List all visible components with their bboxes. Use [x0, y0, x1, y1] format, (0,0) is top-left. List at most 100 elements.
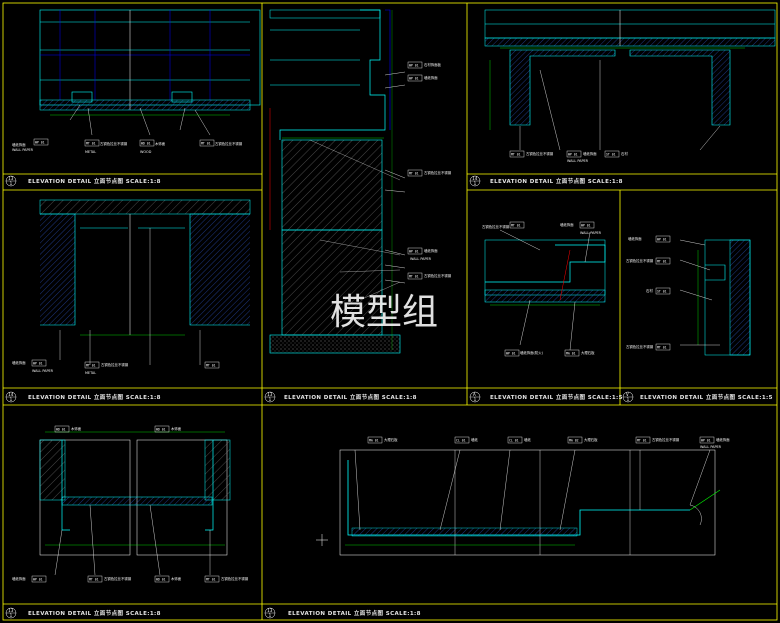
- panel-4-drawing: [39, 199, 251, 365]
- p1-number: 13: [8, 176, 14, 182]
- p5-tag-3: MA 01: [566, 352, 576, 356]
- panel-3-drawing: [484, 9, 776, 151]
- p7-note-3: 古铜色拉丝不锈钢: [104, 576, 132, 581]
- p4-tag-1: MT 01: [86, 364, 96, 368]
- p2-title: ELEVATION DETAIL 立面节点图 SCALE:1:8: [284, 393, 417, 401]
- p3-title: ELEVATION DETAIL 立面节点图 SCALE:1:8: [490, 177, 623, 185]
- p2-tag-0: WP 01: [409, 64, 419, 68]
- p4-note-0: 墙纸饰面: [12, 360, 26, 365]
- p1-note-6: 古铜色拉丝不锈钢: [215, 141, 243, 146]
- panel-7-drawing: [39, 431, 231, 576]
- p7-tag-3: MT 01: [89, 578, 99, 582]
- p6-number: V: [626, 392, 629, 398]
- p2-tag-1: WP 01: [409, 77, 419, 81]
- p2-note-1: 墙纸饰面: [424, 75, 438, 80]
- p2-number: 13: [267, 392, 273, 398]
- p8-note-6: WALL PAPER: [700, 445, 722, 449]
- p8-sheet: 1: [269, 613, 272, 619]
- p5-tag-2: WP 01: [506, 352, 516, 356]
- p8-tag-2: CL 01: [509, 439, 519, 443]
- p8-note-2: 墙纸: [524, 437, 531, 442]
- p2-note-4: 古铜色拉丝不锈钢: [424, 273, 452, 278]
- p5-note-2: WALL PAPER: [580, 231, 602, 235]
- p7-tag-0: WD 01: [56, 428, 66, 432]
- p4-note-2: 古铜色拉丝不锈钢: [101, 362, 129, 367]
- p7-tag-2: WP 01: [33, 578, 43, 582]
- p5-note-4: 大理石板: [581, 350, 595, 355]
- panel-8-drawing: [316, 449, 721, 556]
- p5-title: ELEVATION DETAIL 立面节点图 SCALE:1:5: [490, 393, 623, 401]
- p4-sheet: 1: [10, 397, 13, 403]
- p7-note-1: 木饰面: [171, 426, 182, 431]
- panel-1-drawing: [39, 9, 261, 136]
- p7-note-5: 古铜色拉丝不锈钢: [221, 576, 249, 581]
- panel-4-annotations: 墙纸饰面 WP 01 WALL PAPER MT 01 古铜色拉丝不锈钢 MET…: [5, 359, 220, 403]
- p2-tag-4: MT 01: [409, 275, 419, 279]
- p1-note-5: WOOD: [140, 150, 152, 154]
- panel-6-annotations: 墙纸饰面 WP 01 古铜色拉丝不锈钢 MT 01 石材 ST 01 古铜色拉丝…: [622, 235, 772, 403]
- p1-note-1: WALL PAPER: [12, 148, 34, 152]
- p7-note-0: 木饰面: [71, 426, 82, 431]
- p8-number: 13: [267, 608, 273, 614]
- panel-5-annotations: 古铜色拉丝不锈钢 MT 01 墙纸饰面 WP 01 WALL PAPER WP …: [469, 221, 623, 403]
- p7-title: ELEVATION DETAIL 立面节点图 SCALE:1:8: [28, 609, 161, 617]
- panel-5-drawing: [484, 229, 606, 351]
- p1-note-0: 墙纸饰面: [12, 142, 26, 147]
- p6-tag-2: ST 01: [657, 290, 667, 294]
- p5-note-1: 墙纸饰面: [560, 222, 574, 227]
- p6-tag-0: WP 01: [657, 238, 667, 242]
- p4-tag-2: MT 01: [206, 364, 216, 368]
- p2-tag-2: MT 01: [409, 172, 419, 176]
- p8-tag-1: CL 01: [456, 439, 466, 443]
- p1-note-2: 古铜色拉丝不锈钢: [100, 141, 128, 146]
- p7-tag-5: MT 01: [206, 578, 216, 582]
- p2-note-2: 古铜色拉丝不锈钢: [424, 170, 452, 175]
- p8-tag-5: WP 01: [701, 439, 711, 443]
- p1-tag-0: WP 01: [35, 141, 45, 145]
- panel-6-drawing: [679, 239, 751, 356]
- p7-tag-4: WD 01: [156, 578, 166, 582]
- crosshair-icon: [316, 534, 328, 546]
- p2-tag-3: WP 01: [409, 250, 419, 254]
- p1-tag-3: MT 01: [201, 142, 211, 146]
- p7-tag-1: WD 01: [156, 428, 166, 432]
- p2-note-5: WALL PAPER: [410, 257, 432, 261]
- p1-tag-1: MT 01: [86, 142, 96, 146]
- p5-tag-0: MT 01: [511, 224, 521, 228]
- panel-2-drawing: [269, 9, 406, 354]
- p4-tag-0: WP 01: [33, 362, 43, 366]
- p5-tag-1: WP 01: [581, 224, 591, 228]
- p3-tag-2: ST 01: [606, 153, 616, 157]
- p2-note-3: 墙纸饰面: [424, 248, 438, 253]
- p5-sheet: 1: [474, 397, 477, 403]
- p8-note-4: 古铜色拉丝不锈钢: [652, 437, 680, 442]
- p3-number: 14: [472, 176, 478, 182]
- p6-note-0: 墙纸饰面: [628, 236, 642, 241]
- p6-tag-1: MT 01: [657, 260, 667, 264]
- p1-tag-2: WD 01: [141, 142, 151, 146]
- p8-tag-4: MT 01: [637, 439, 647, 443]
- p7-number: 13: [8, 608, 14, 614]
- p3-note-3: WALL PAPER: [567, 159, 589, 163]
- p6-note-3: 古铜色拉丝不锈钢: [626, 344, 654, 349]
- p4-note-1: WALL PAPER: [32, 369, 54, 373]
- p8-note-1: 墙纸: [471, 437, 478, 442]
- p8-note-0: 大理石板: [384, 437, 398, 442]
- p3-note-1: 墙纸饰面: [583, 151, 597, 156]
- p8-tag-3: MA 02: [569, 439, 579, 443]
- p7-sheet: 1: [10, 613, 13, 619]
- watermark-text: 模型组: [330, 292, 438, 333]
- p2-sheet: 1: [269, 397, 272, 403]
- p4-number: 14: [8, 392, 14, 398]
- p5-note-3: 墙纸饰面(防火): [520, 350, 544, 355]
- p1-note-4: 木饰面: [155, 141, 166, 146]
- p5-number: A: [473, 392, 476, 398]
- panel-1-annotations: 墙纸饰面 WALL PAPER WP 01 MT 01 古铜色拉丝不锈钢 MET…: [5, 138, 243, 187]
- p6-sheet: 1: [627, 397, 630, 403]
- panel-8-annotations: MA 01 大理石板 CL 01 墙纸 CL 01 墙纸 MA 02 大理石板 …: [264, 436, 730, 619]
- p1-sheet: 1: [10, 181, 13, 187]
- p7-note-2: 墙纸饰面: [12, 576, 26, 581]
- p8-note-5: 墙纸饰面: [716, 437, 730, 442]
